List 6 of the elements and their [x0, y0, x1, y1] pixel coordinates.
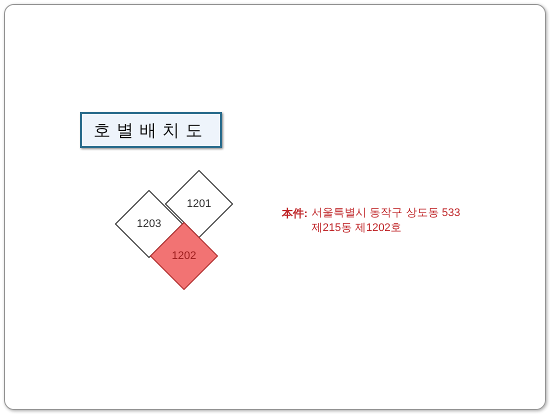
unit-number: 1201 [186, 198, 212, 210]
unit-number: 1202 [172, 250, 196, 262]
label-heading: 本件: [282, 206, 308, 222]
unit-number: 1203 [136, 218, 162, 230]
title-box: 호별배치도 [80, 112, 222, 148]
address-text: 서울특별시 동작구 상도동 533 제215동 제1202호 [312, 206, 462, 236]
